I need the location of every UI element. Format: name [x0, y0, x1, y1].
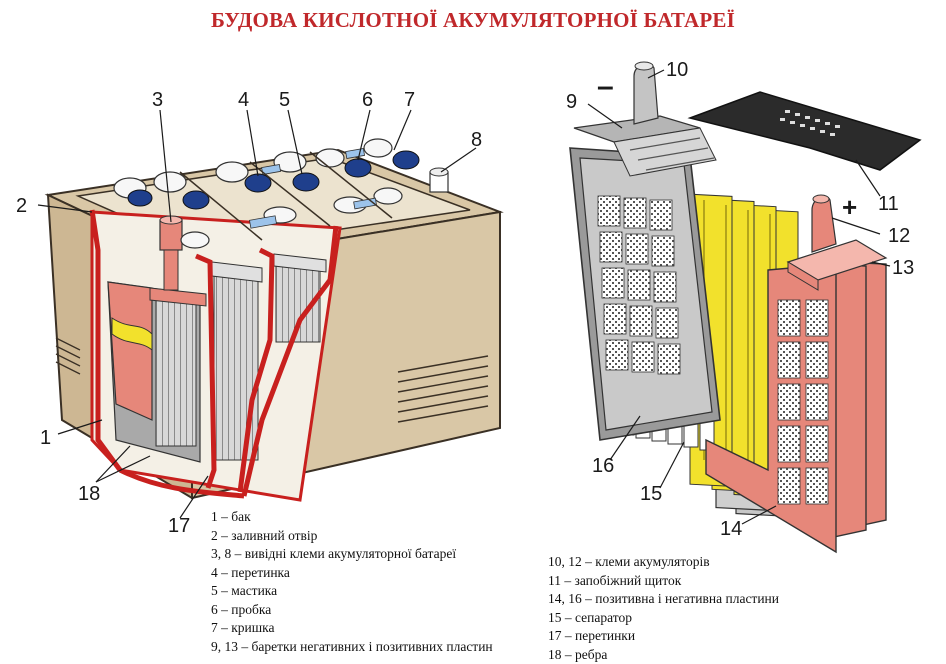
callout-9: 9 — [566, 91, 577, 113]
callout-16: 16 — [592, 455, 614, 477]
legend-item: 2 – заливний отвір — [211, 527, 493, 546]
legend-left: 1 – бак 2 – заливний отвір 3, 8 – вивідн… — [211, 508, 493, 656]
callout-2: 2 — [16, 195, 27, 217]
callout-8: 8 — [471, 129, 482, 151]
legend-item: 15 – сепаратор — [548, 609, 779, 628]
legend-item: 9, 13 – баретки негативних і позитивних … — [211, 638, 493, 657]
plus-sign: + — [842, 192, 857, 222]
callout-14: 14 — [720, 518, 742, 540]
plate-pack-2 — [212, 262, 262, 460]
callout-17: 17 — [168, 515, 190, 537]
safety-shield — [690, 92, 920, 170]
callout-13: 13 — [892, 257, 914, 279]
legend-item: 6 – пробка — [211, 601, 493, 620]
callout-10: 10 — [666, 59, 688, 81]
legend-right: 10, 12 – клеми акумуляторів 11 – запобіж… — [548, 553, 779, 664]
legend-item: 11 – запобіжний щиток — [548, 572, 779, 591]
callout-18: 18 — [78, 483, 100, 505]
legend-item: 17 – перетинки — [548, 627, 779, 646]
negative-front-plate — [570, 148, 720, 440]
negative-terminal — [634, 62, 658, 124]
minus-sign: – — [597, 70, 614, 103]
callout-5: 5 — [279, 89, 290, 111]
callout-1: 1 — [40, 427, 51, 449]
terminal-8 — [430, 168, 448, 192]
callout-3: 3 — [152, 89, 163, 111]
callout-7: 7 — [404, 89, 415, 111]
legend-item: 10, 12 – клеми акумуляторів — [548, 553, 779, 572]
legend-item: 14, 16 – позитивна і негативна пластини — [548, 590, 779, 609]
positive-terminal — [812, 195, 836, 252]
plate-block — [570, 62, 920, 552]
battery-cutaway — [48, 139, 500, 500]
callout-11: 11 — [878, 193, 899, 215]
callout-6: 6 — [362, 89, 373, 111]
legend-item: 18 – ребра — [548, 646, 779, 664]
legend-item: 4 – перетинка — [211, 564, 493, 583]
legend-item: 7 – кришка — [211, 619, 493, 638]
callout-15: 15 — [640, 483, 662, 505]
callout-12: 12 — [888, 225, 910, 247]
callout-4: 4 — [238, 89, 249, 111]
plate-pack-1 — [108, 282, 206, 462]
legend-item: 1 – бак — [211, 508, 493, 527]
legend-item: 5 – мастика — [211, 582, 493, 601]
legend-item: 3, 8 – вивідні клеми акумуляторної батар… — [211, 545, 493, 564]
